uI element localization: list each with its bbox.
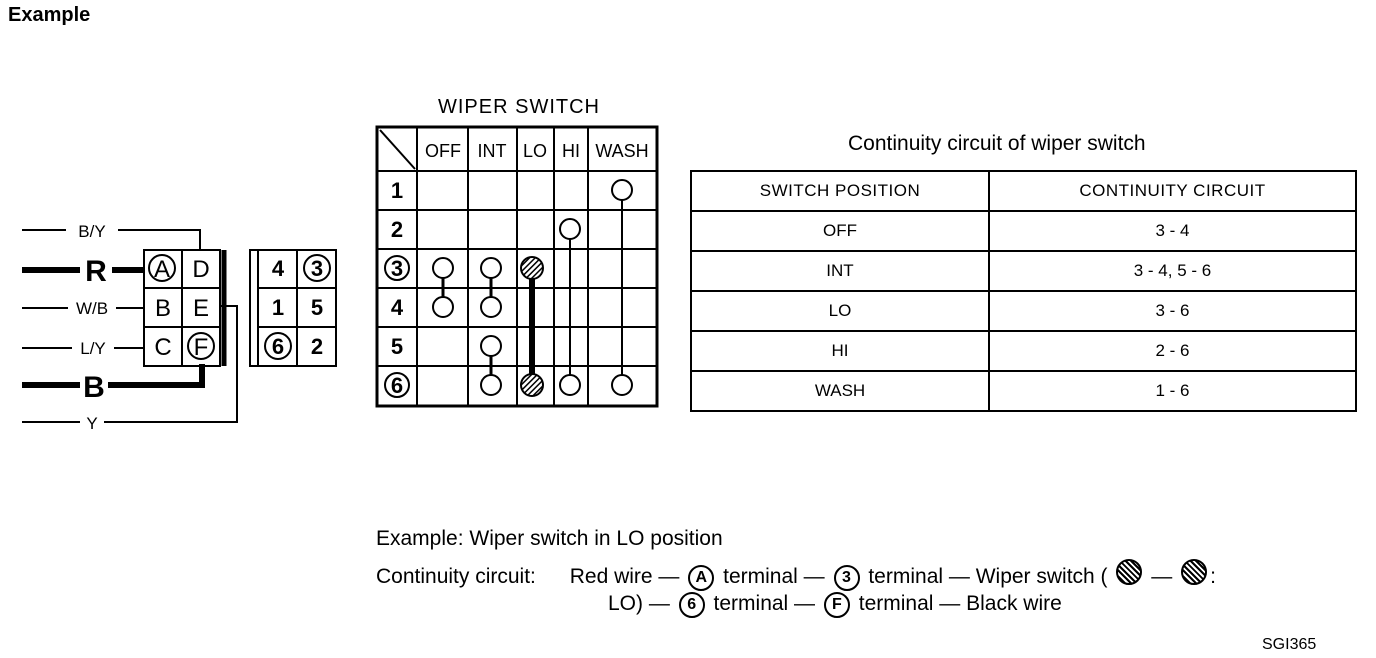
continuity-title: Continuity circuit of wiper switch bbox=[848, 132, 1146, 155]
col-wash: WASH bbox=[595, 141, 648, 161]
continuity-circuit-line: Continuity circuit: Red wire — A termina… bbox=[376, 559, 1216, 591]
circuit-cell: 1 - 6 bbox=[988, 370, 1357, 412]
continuity-circuit-line-2: LO) — 6 terminal — F terminal — Black wi… bbox=[608, 592, 1062, 618]
terminal-f-symbol: F bbox=[823, 592, 850, 618]
position-cell: INT bbox=[690, 250, 990, 292]
wiper-switch-grid bbox=[375, 125, 659, 408]
col-hi: HI bbox=[562, 141, 580, 161]
circuit-cell: 3 - 4, 5 - 6 bbox=[988, 250, 1357, 292]
point-hi-2 bbox=[559, 218, 581, 240]
terminal-c: C bbox=[154, 334, 171, 361]
example-label: Example: bbox=[376, 527, 464, 550]
col-lo: LO bbox=[523, 141, 547, 161]
switch-terminal-2: 2 bbox=[311, 334, 323, 359]
circuit-text: terminal — Black wire bbox=[858, 592, 1062, 615]
circuit-cell: 2 - 6 bbox=[988, 330, 1357, 372]
terminal-a-symbol: A bbox=[688, 565, 715, 591]
col-off: OFF bbox=[425, 141, 461, 161]
switch-terminal-1: 1 bbox=[272, 295, 284, 320]
switch-terminal-labels: 4 3 1 5 6 2 bbox=[272, 256, 323, 359]
harness-connector bbox=[143, 249, 227, 367]
circuit-cell: 3 - 6 bbox=[988, 290, 1357, 332]
point-int-6 bbox=[480, 374, 502, 396]
switch-terminal-5: 5 bbox=[311, 295, 323, 320]
col-int: INT bbox=[478, 141, 507, 161]
terminal-f: F bbox=[194, 334, 209, 361]
point-int-5 bbox=[480, 335, 502, 357]
point-lo-6 bbox=[520, 373, 544, 397]
terminal-d: D bbox=[192, 256, 209, 283]
row-2: 2 bbox=[391, 217, 403, 242]
position-cell: HI bbox=[690, 330, 990, 372]
terminal-b: B bbox=[155, 295, 171, 322]
example-text: Wiper switch in LO position bbox=[469, 527, 723, 550]
table-row: HI 2 - 6 bbox=[690, 330, 1357, 372]
continuity-points bbox=[432, 179, 633, 397]
point-lo-3 bbox=[520, 256, 544, 280]
circuit-text: — bbox=[1151, 565, 1173, 588]
wire-label-ly: L/Y bbox=[80, 339, 106, 358]
example-line: Example: Wiper switch in LO position bbox=[376, 527, 723, 551]
wire-label-r: R bbox=[85, 255, 107, 288]
wire-labels: B/Y R W/B L/Y B Y bbox=[76, 222, 108, 433]
hatched-point-icon bbox=[1116, 559, 1143, 585]
wire-label-by: B/Y bbox=[78, 222, 105, 241]
wiper-switch-column-headers: OFF INT LO HI WASH bbox=[425, 141, 649, 161]
table-row: LO 3 - 6 bbox=[690, 290, 1357, 332]
circuit-cell: 3 - 4 bbox=[988, 210, 1357, 252]
point-int-4 bbox=[480, 296, 502, 318]
terminal-6-symbol: 6 bbox=[678, 592, 705, 618]
point-off-4 bbox=[432, 296, 454, 318]
continuity-table: SWITCH POSITION CONTINUITY CIRCUIT OFF 3… bbox=[690, 170, 1357, 412]
wire-lines bbox=[22, 229, 238, 423]
terminal-3-symbol: 3 bbox=[833, 565, 860, 591]
point-off-3 bbox=[432, 257, 454, 279]
example-heading: Example bbox=[8, 4, 91, 26]
circuit-text: terminal — Wiper switch ( bbox=[868, 565, 1108, 588]
circuit-label: Continuity circuit: bbox=[376, 565, 536, 588]
position-cell: OFF bbox=[690, 210, 990, 252]
row-6: 6 bbox=[391, 373, 403, 398]
wire-label-wb: W/B bbox=[76, 299, 108, 318]
switch-terminal-6: 6 bbox=[272, 334, 284, 359]
wiper-switch-title: WIPER SWITCH bbox=[438, 96, 600, 118]
header-switch-position: SWITCH POSITION bbox=[690, 170, 990, 212]
position-cell: LO bbox=[690, 290, 990, 332]
row-5: 5 bbox=[391, 334, 403, 359]
circuit-text: terminal — bbox=[723, 565, 825, 588]
circuit-text: Red wire — bbox=[569, 565, 680, 588]
point-wash-6 bbox=[611, 374, 633, 396]
wire-label-y: Y bbox=[86, 414, 97, 433]
position-cell: WASH bbox=[690, 370, 990, 412]
wire-label-b: B bbox=[83, 371, 105, 404]
table-row: INT 3 - 4, 5 - 6 bbox=[690, 250, 1357, 292]
figure-code: SGI365 bbox=[1262, 636, 1317, 653]
terminal-e: E bbox=[193, 295, 209, 322]
switch-connector bbox=[249, 249, 337, 367]
continuity-header-row: SWITCH POSITION CONTINUITY CIRCUIT bbox=[690, 170, 1357, 212]
table-row: OFF 3 - 4 bbox=[690, 210, 1357, 252]
row-3: 3 bbox=[391, 256, 403, 281]
table-row: WASH 1 - 6 bbox=[690, 370, 1357, 412]
row-1: 1 bbox=[391, 178, 403, 203]
hatched-point-icon bbox=[1181, 559, 1208, 585]
circuit-text: terminal — bbox=[713, 592, 816, 615]
header-continuity-circuit: CONTINUITY CIRCUIT bbox=[988, 170, 1357, 212]
harness-terminal-labels: A D B E C F bbox=[154, 256, 210, 361]
wiper-switch-row-headers: 1 2 3 4 5 6 bbox=[391, 178, 404, 398]
circuit-text: LO) — bbox=[608, 592, 670, 615]
circuit-text: : bbox=[1210, 565, 1216, 588]
terminal-a: A bbox=[154, 256, 170, 283]
point-wash-1 bbox=[611, 179, 633, 201]
row-4: 4 bbox=[391, 295, 404, 320]
point-int-3 bbox=[480, 257, 502, 279]
switch-terminal-3: 3 bbox=[311, 256, 323, 281]
point-hi-6 bbox=[559, 374, 581, 396]
switch-terminal-4: 4 bbox=[272, 256, 285, 281]
